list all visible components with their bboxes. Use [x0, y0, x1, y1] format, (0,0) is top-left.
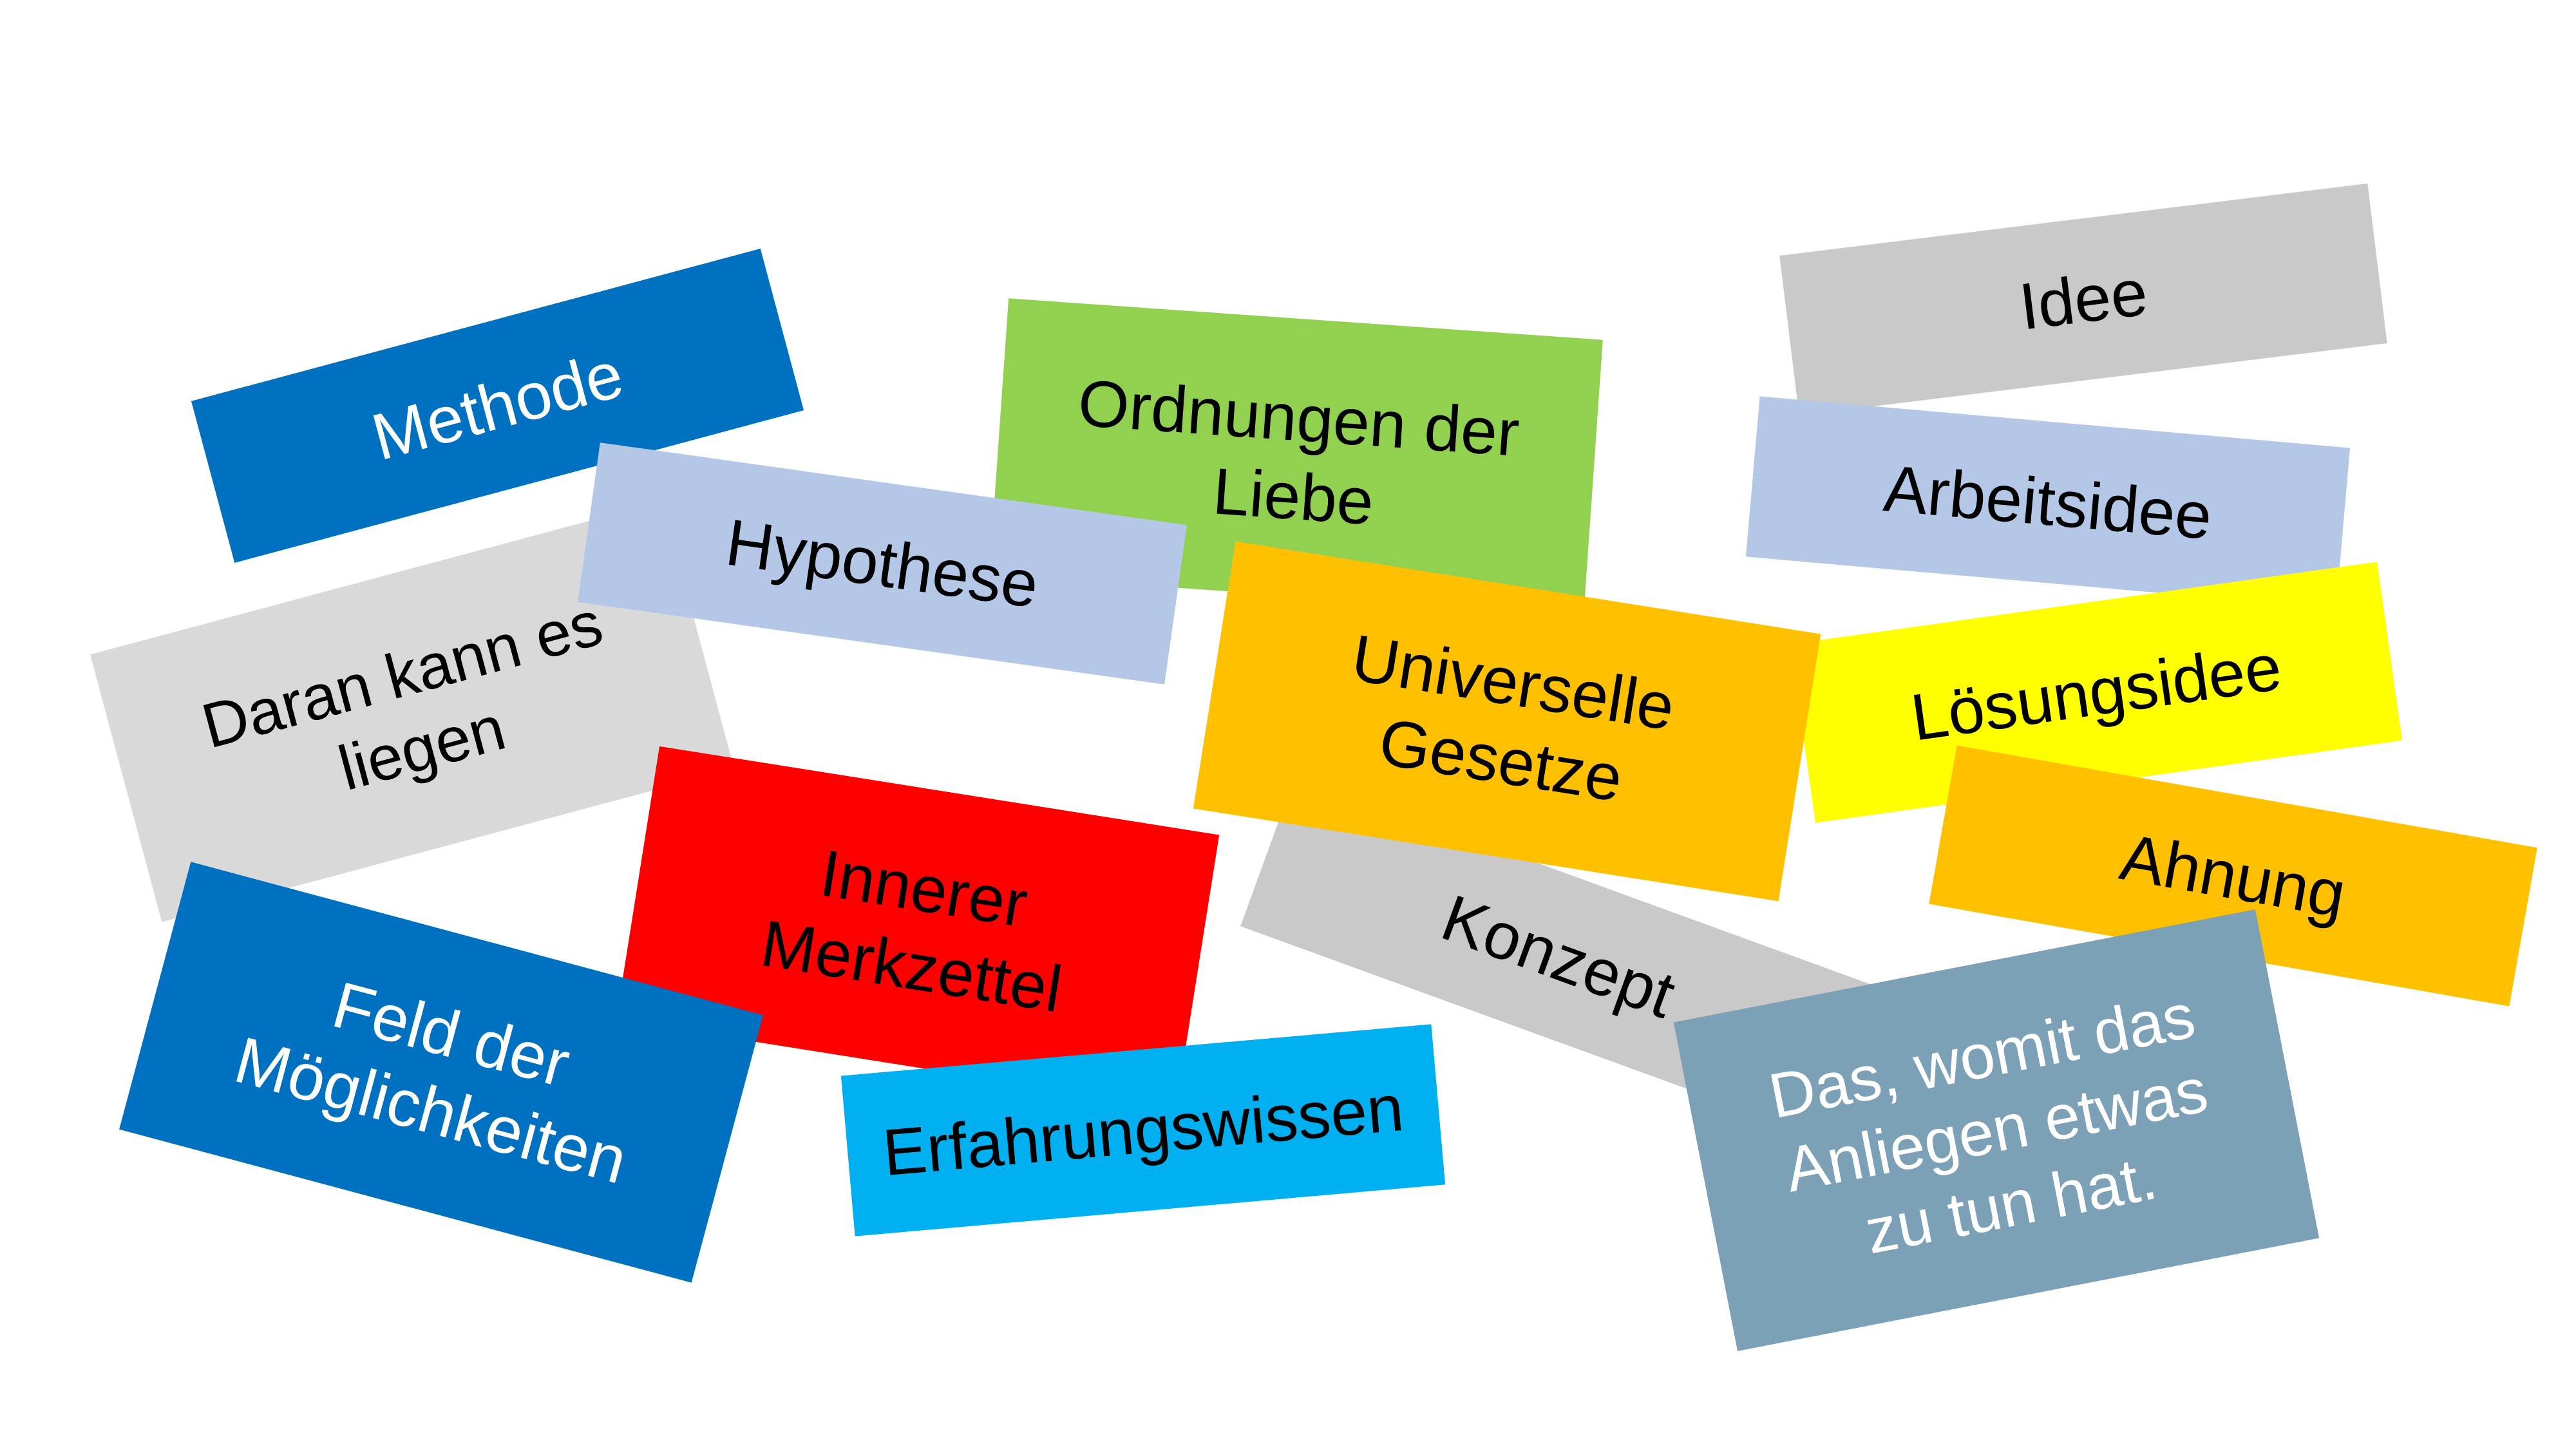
card-text: Methode: [364, 337, 630, 475]
card-text: Konzept: [1432, 880, 1685, 1032]
card-text: Idee: [2015, 255, 2152, 344]
card-idee: Idee: [1779, 183, 2387, 416]
card-text: Lösungsidee: [1906, 630, 2286, 755]
card-arbeitsidee: Arbeitsidee: [1745, 396, 2351, 609]
card-text: Erfahrungswissen: [880, 1070, 1406, 1189]
card-text: Hypothese: [721, 505, 1043, 622]
card-text: Arbeitsidee: [1880, 451, 2215, 553]
